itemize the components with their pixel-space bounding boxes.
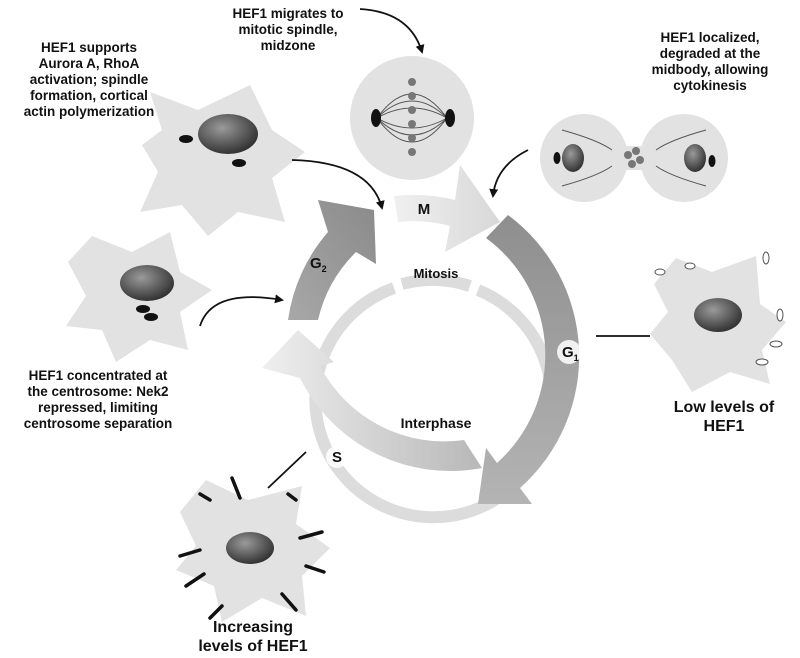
spindle-pole-right	[445, 109, 455, 127]
daughter-centrosome-right	[708, 155, 716, 167]
daughter-nucleus-right	[684, 144, 706, 172]
chromosome	[408, 78, 416, 86]
cell-g2-centrosome-b	[232, 159, 246, 167]
s-label-badge	[326, 446, 348, 468]
vesicle	[654, 268, 666, 276]
cell-s	[176, 476, 330, 622]
cell-mid-left-nucleus	[120, 265, 174, 301]
vesicle	[762, 251, 770, 265]
cell-mid-left	[66, 232, 212, 362]
caption-mitotic-spindle: HEF1 migrates to mitotic spindle, midzon…	[232, 6, 344, 53]
mitosis-label: Mitosis	[414, 266, 459, 281]
stage-label-s: S	[332, 449, 342, 466]
caption-centrosome: HEF1 concentrated at the centrosome: Nek…	[23, 368, 173, 431]
daughter-fibers	[561, 129, 707, 187]
cell-s-nucleus	[226, 532, 274, 564]
midbody	[624, 151, 632, 159]
pointer-arrows	[199, 8, 650, 489]
spindle-cell-membrane	[350, 56, 474, 180]
vesicle	[684, 262, 696, 270]
caption-midbody: HEF1 localized, degraded at the midbody,…	[651, 30, 769, 93]
g1-arc	[478, 215, 580, 504]
cell-cytokinesis	[540, 114, 728, 202]
cell-g2-nucleus	[198, 114, 258, 154]
vesicle	[769, 340, 783, 348]
inner-ring-mitosis	[400, 273, 472, 292]
arrow-to-mitotic-spindle	[359, 8, 425, 54]
stage-label-m: M	[418, 201, 431, 218]
vesicle	[755, 358, 769, 366]
s-arc	[262, 330, 482, 472]
arrow-to-g2	[199, 294, 284, 327]
m-arc	[394, 165, 500, 252]
g1-label-badge	[557, 340, 581, 364]
arrow-to-m-phase	[291, 159, 385, 210]
chromosome	[408, 92, 416, 100]
cell-g1	[650, 251, 786, 392]
stage-label-g2: G2	[310, 255, 327, 274]
cycle-wheel: M G2 G1 S Mitosis Interphase	[262, 165, 581, 524]
chromosome	[408, 134, 416, 142]
cell-g2-membrane	[140, 85, 305, 236]
cell-mid-left-centrosome-a	[136, 305, 150, 313]
connector-s-cell	[267, 451, 307, 489]
arrow-to-g1-entry	[489, 149, 529, 198]
stage-label-g1: G1	[562, 344, 579, 363]
cell-g2-centrosome-a	[179, 135, 193, 143]
chromosome	[408, 148, 416, 156]
interphase-label: Interphase	[401, 415, 472, 431]
caption-low-hef1: Low levels of HEF1	[673, 399, 775, 435]
cell-mitotic-spindle	[350, 56, 474, 180]
cell-g1-nucleus	[694, 298, 742, 332]
cell-g2	[140, 85, 305, 236]
g2-arc	[288, 200, 376, 320]
midbody	[632, 147, 640, 155]
vesicle	[776, 308, 784, 322]
spindle-pole-left	[371, 109, 381, 127]
caption-aurora-rhoa: HEF1 supports Aurora A, RhoA activation;…	[23, 40, 155, 119]
daughter-centrosome-left	[553, 152, 561, 164]
adhesion-streaks	[178, 476, 326, 620]
caption-increasing-hef1: Increasing levels of HEF1	[198, 619, 308, 655]
midbody	[628, 160, 636, 168]
cell-mid-left-centrosome-b	[144, 313, 158, 321]
chromosome	[408, 120, 416, 128]
midbody	[636, 156, 644, 164]
chromosome	[408, 106, 416, 114]
daughter-nucleus-left	[562, 144, 584, 172]
